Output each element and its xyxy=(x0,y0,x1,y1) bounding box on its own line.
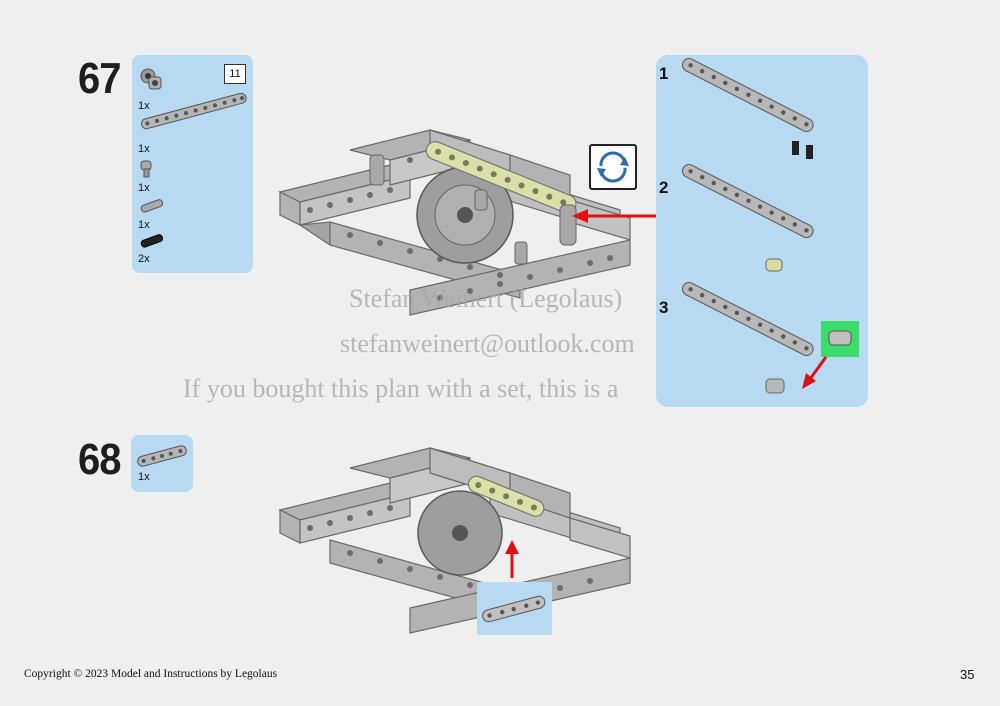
substep-number: 3 xyxy=(659,298,669,317)
rotate-model-icon xyxy=(589,144,637,190)
substep-number: 2 xyxy=(659,178,669,197)
assembly-step-67-illustration xyxy=(278,129,631,316)
beam-with-connector-icon xyxy=(682,164,814,272)
assembly-step-68-illustration xyxy=(278,447,631,635)
beam-length-badge: 11 xyxy=(224,64,246,84)
beam-5-icon xyxy=(137,445,187,467)
part-qty: 1x xyxy=(138,100,150,112)
beam-with-axle-pin-icon xyxy=(682,282,859,394)
beam-11-icon xyxy=(140,92,247,130)
subassembly-callout: 1 2 xyxy=(656,55,868,407)
copyright-text: Copyright © 2023 Model and Instructions … xyxy=(24,668,278,680)
watermark-line: stefanweinert@outlook.com xyxy=(340,329,635,358)
watermark-line: If you bought this plan with a set, this… xyxy=(183,374,619,403)
page-number: 35 xyxy=(960,667,975,682)
step-68-number: 68 xyxy=(78,436,121,484)
beam-with-pins-icon xyxy=(682,58,814,159)
step-67-number: 67 xyxy=(78,55,121,103)
axle-pin-icon xyxy=(140,199,164,213)
connector-double-icon xyxy=(140,68,162,90)
part-qty: 1x xyxy=(138,471,150,483)
substep-number: 1 xyxy=(659,64,669,83)
parts-list-step-67: 11 1x 1x 1x xyxy=(132,55,253,273)
parts-list-step-68: 1x xyxy=(131,435,193,492)
part-qty: 1x xyxy=(138,219,150,231)
gear-icon xyxy=(416,166,514,264)
part-qty: 1x xyxy=(138,143,150,155)
pin-connector-icon xyxy=(140,160,152,178)
part-qty: 2x xyxy=(138,253,150,265)
part-qty: 1x xyxy=(138,182,150,194)
friction-pin-icon xyxy=(140,234,164,248)
watermark-line: Stefan Weinert (Legolaus) xyxy=(349,284,623,313)
callout-arrow xyxy=(572,209,658,223)
